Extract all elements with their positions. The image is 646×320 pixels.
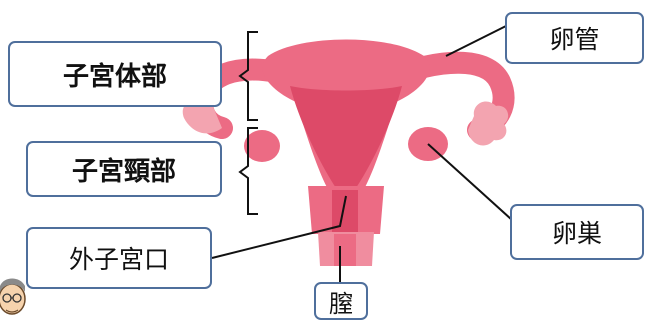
left-ovary	[244, 130, 280, 162]
uterine-cavity	[290, 86, 402, 194]
tube-leader-line	[445, 25, 507, 57]
doctor-face-icon	[0, 278, 26, 315]
ovary-label: 卵巣	[510, 204, 644, 260]
external-os-label: 外子宮口	[26, 227, 212, 289]
fallopian-tube-label: 卵管	[505, 12, 644, 64]
cervix-label: 子宮頸部	[26, 141, 222, 197]
uterine-body-label: 子宮体部	[8, 41, 222, 107]
corpus-bracket	[238, 31, 258, 121]
vaginal-canal	[334, 234, 356, 266]
ovary-leader-line	[427, 143, 513, 221]
os-leader-line	[211, 195, 347, 259]
cervix-bracket	[238, 127, 258, 215]
vagina-label: 膣	[314, 282, 368, 320]
